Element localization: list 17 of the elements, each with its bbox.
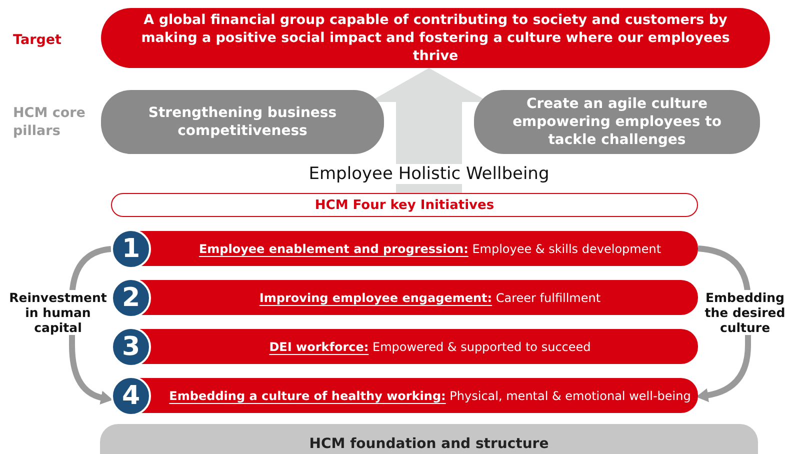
initiative-bar: Embedding a culture of healthy working: Physical, mental & emotional well-being xyxy=(140,378,698,413)
target-banner: A global financial group capable of contributing to society and customers by making a positive social impact and fostering a culture where our employees thrive xyxy=(101,8,770,68)
initiative-bar: DEI workforce: Empowered & supported to succeed xyxy=(140,329,698,364)
number-badge: 2 xyxy=(111,278,151,318)
edge-label: Reinvestment in human capital xyxy=(8,290,108,335)
number-badge: 1 xyxy=(111,229,151,269)
number-badge: 4 xyxy=(111,376,151,416)
label-target: Target xyxy=(13,31,63,49)
initiative-bar: Improving employee engagement: Career fulfillment xyxy=(140,280,698,315)
initiative-bar: Employee enablement and progression: Employee & skills development xyxy=(140,231,698,266)
number-badge: 3 xyxy=(111,327,151,367)
pillar-box: Strengthening business competitiveness xyxy=(101,90,384,154)
section-header: HCM Four key Initiatives xyxy=(111,193,698,217)
row-label: HCM core pillars xyxy=(13,104,86,140)
pillar-box: Create an agile culture empowering employees to tackle challenges xyxy=(474,90,760,154)
edge-label: Embedding the desired culture xyxy=(703,290,785,335)
foundation-bar: HCM foundation and structure xyxy=(100,424,758,454)
